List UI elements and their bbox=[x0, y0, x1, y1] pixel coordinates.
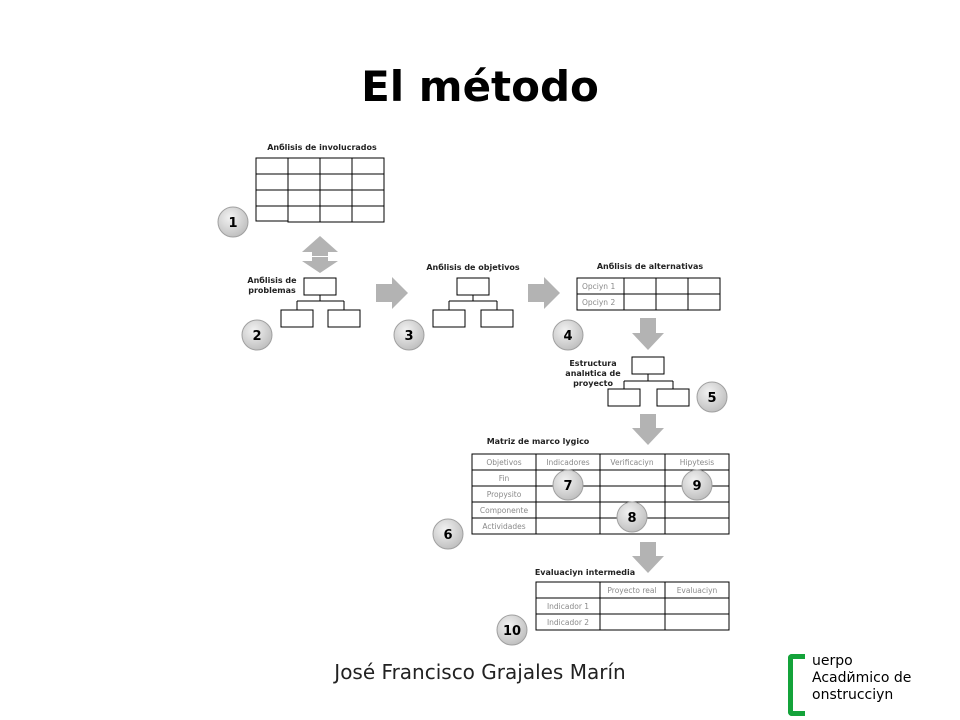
svg-text:Componente: Componente bbox=[480, 506, 529, 515]
step-badge-7: 7 bbox=[552, 469, 584, 501]
svg-text:Opciyn 2: Opciyn 2 bbox=[582, 298, 615, 307]
svg-text:1: 1 bbox=[228, 216, 237, 231]
svg-text:Fin: Fin bbox=[499, 474, 510, 483]
evaluation-table: Proyecto real Evaluaciyn Indicador 1 Ind… bbox=[535, 581, 730, 631]
svg-text:Propysito: Propysito bbox=[487, 490, 522, 499]
step-badge-3: 3 bbox=[393, 319, 425, 351]
arrow-down-icon bbox=[632, 318, 664, 350]
author-name: José Francisco Grajales Marín bbox=[334, 660, 626, 684]
step-badge-4: 4 bbox=[552, 319, 584, 351]
svg-text:Indicador 2: Indicador 2 bbox=[547, 618, 589, 627]
step2-label-line1: Anбlisis de bbox=[247, 275, 297, 285]
svg-text:4: 4 bbox=[563, 329, 572, 344]
arrow-right-icon bbox=[376, 277, 408, 309]
logo-line-3: onstrucciyn bbox=[812, 687, 894, 703]
logo-line-1: uerpo bbox=[812, 653, 853, 669]
svg-text:2: 2 bbox=[252, 329, 261, 344]
step5-label-line2: analнtica de bbox=[565, 369, 621, 378]
svg-text:5: 5 bbox=[707, 391, 716, 406]
svg-text:8: 8 bbox=[627, 511, 636, 526]
step5-label-line1: Estructura bbox=[569, 359, 616, 368]
step6-label: Matriz de marco lygico bbox=[487, 437, 590, 446]
page-title: El método bbox=[361, 62, 599, 111]
svg-text:Opciyn 1: Opciyn 1 bbox=[582, 282, 615, 291]
step2-label-line2: problemas bbox=[248, 286, 296, 295]
step-badge-6: 6 bbox=[432, 518, 464, 550]
step-badge-1: 1 bbox=[217, 206, 249, 238]
project-structure-tree bbox=[607, 356, 690, 407]
svg-text:3: 3 bbox=[404, 329, 413, 344]
step10-label: Evaluaciyn intermedia bbox=[535, 568, 635, 577]
step-badge-9: 9 bbox=[681, 469, 713, 501]
svg-text:7: 7 bbox=[563, 479, 572, 494]
svg-text:Evaluaciyn: Evaluaciyn bbox=[677, 586, 718, 595]
logo-line-2: Acadйmico de bbox=[812, 670, 912, 686]
svg-text:Verificaciyn: Verificaciyn bbox=[610, 458, 653, 467]
step-badge-10: 10 bbox=[496, 614, 528, 646]
arrow-right-icon bbox=[528, 277, 560, 309]
step-badge-2: 2 bbox=[241, 319, 273, 351]
arrow-down-icon bbox=[632, 414, 664, 445]
alternatives-table: Opciyn 1 Opciyn 2 bbox=[576, 277, 721, 311]
svg-text:Actividades: Actividades bbox=[482, 522, 525, 531]
svg-text:Hipytesis: Hipytesis bbox=[680, 458, 714, 467]
step4-label: Anбlisis de alternativas bbox=[597, 261, 704, 271]
stakeholder-table bbox=[255, 157, 385, 223]
svg-text:Proyecto real: Proyecto real bbox=[607, 586, 656, 595]
step-badge-5: 5 bbox=[696, 381, 728, 413]
double-arrow-icon bbox=[302, 236, 338, 273]
svg-text:Indicador 1: Indicador 1 bbox=[547, 602, 589, 611]
problem-tree bbox=[280, 277, 361, 328]
objective-tree bbox=[432, 277, 514, 328]
svg-text:10: 10 bbox=[503, 624, 521, 639]
svg-text:6: 6 bbox=[443, 528, 452, 543]
arrow-down-icon bbox=[632, 542, 664, 573]
step1-label: Anбlisis de involucrados bbox=[267, 142, 377, 152]
step3-label: Anбlisis de objetivos bbox=[426, 262, 520, 272]
institution-logo: uerpo Acadйmico de onstrucciyn bbox=[788, 652, 911, 716]
logo-bracket-icon bbox=[788, 654, 805, 716]
svg-text:9: 9 bbox=[692, 479, 701, 494]
step-badge-8: 8 bbox=[616, 501, 648, 533]
svg-text:Indicadores: Indicadores bbox=[546, 458, 589, 467]
step5-label-line3: proyecto bbox=[573, 379, 613, 388]
svg-text:Objetivos: Objetivos bbox=[486, 458, 521, 467]
